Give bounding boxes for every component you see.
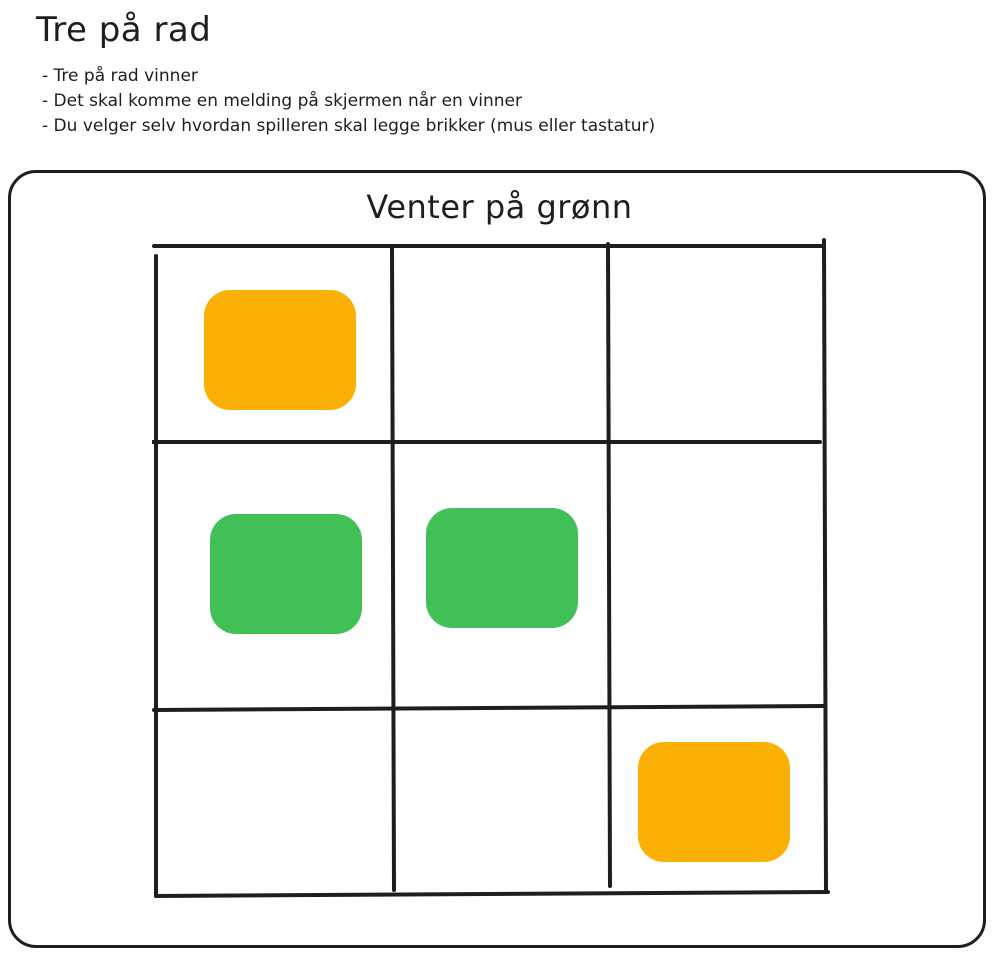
board-cell-2-1[interactable] [394, 710, 608, 894]
requirements-list: Tre på rad vinner Det skal komme en meld… [42, 64, 656, 139]
requirement-item: Det skal komme en melding på skjermen nå… [42, 89, 655, 114]
board-cell-2-0[interactable] [158, 710, 392, 894]
board-cell-0-2[interactable] [610, 248, 824, 442]
board-cell-1-0[interactable] [158, 444, 392, 708]
board-cell-0-0[interactable] [158, 248, 392, 442]
requirement-item: Du velger selv hvordan spilleren skal le… [42, 114, 656, 139]
board-cell-1-1[interactable] [394, 444, 608, 708]
orange-piece [638, 742, 790, 862]
grid-line-h2 [152, 704, 826, 712]
board-cell-2-2[interactable] [610, 710, 824, 894]
green-piece [210, 514, 362, 634]
board-cell-0-1[interactable] [394, 248, 608, 442]
page-title: Tre på rad [36, 10, 212, 50]
requirement-item: Tre på rad vinner [42, 64, 655, 89]
board-cell-1-2[interactable] [610, 444, 824, 708]
game-status: Venter på grønn [366, 188, 633, 226]
grid-line-v1 [390, 246, 396, 892]
grid-line-bottom [154, 890, 830, 898]
board-grid [152, 238, 830, 898]
grid-line-v2 [606, 242, 612, 888]
game-board [152, 238, 832, 900]
grid-line-right [822, 238, 828, 892]
orange-piece [204, 290, 356, 410]
game-frame [8, 170, 986, 948]
green-piece [426, 508, 578, 628]
